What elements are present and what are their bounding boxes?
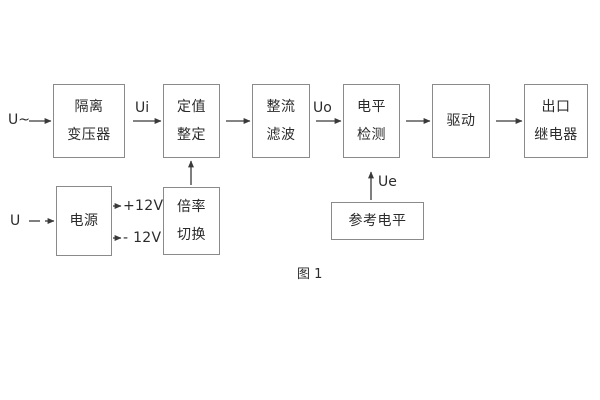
block-line: 继电器 <box>534 127 578 143</box>
block-line: 出口 <box>541 99 571 115</box>
block-drive: 驱动 <box>432 84 490 158</box>
block-line: 定值 <box>177 99 206 115</box>
figure-caption: 图 1 <box>297 267 323 282</box>
label-signal-ui: Ui <box>135 100 150 116</box>
block-line: 滤波 <box>266 127 296 143</box>
label-input-ac: U~ <box>8 112 30 128</box>
label-rail-negative: - 12V <box>123 230 162 246</box>
block-reference-level: 参考电平 <box>331 202 424 240</box>
block-output-relay: 出口 继电器 <box>524 84 588 158</box>
block-line: 检测 <box>357 127 386 143</box>
label-rail-positive: +12V <box>123 198 164 214</box>
block-line: 隔离 <box>74 99 104 115</box>
block-line: 切换 <box>177 227 206 243</box>
label-signal-ue: Ue <box>378 174 397 190</box>
block-multiplier-switch: 倍率 切换 <box>163 187 220 255</box>
block-power-supply: 电源 <box>56 186 112 256</box>
block-line: 参考电平 <box>348 213 407 229</box>
block-rectify-filter: 整流 滤波 <box>252 84 310 158</box>
block-isolation-transformer: 隔离 变压器 <box>53 84 125 158</box>
block-line: 电源 <box>69 213 99 229</box>
block-line: 驱动 <box>446 113 476 129</box>
block-level-detection: 电平 检测 <box>343 84 400 158</box>
block-line: 整定 <box>177 127 206 143</box>
block-line: 倍率 <box>177 199 206 215</box>
label-input-dc: U <box>10 213 21 229</box>
block-line: 电平 <box>357 99 386 115</box>
block-line: 整流 <box>266 99 296 115</box>
label-signal-uo: Uo <box>313 100 332 116</box>
block-setting-value: 定值 整定 <box>163 84 220 158</box>
block-line: 变压器 <box>67 127 111 143</box>
